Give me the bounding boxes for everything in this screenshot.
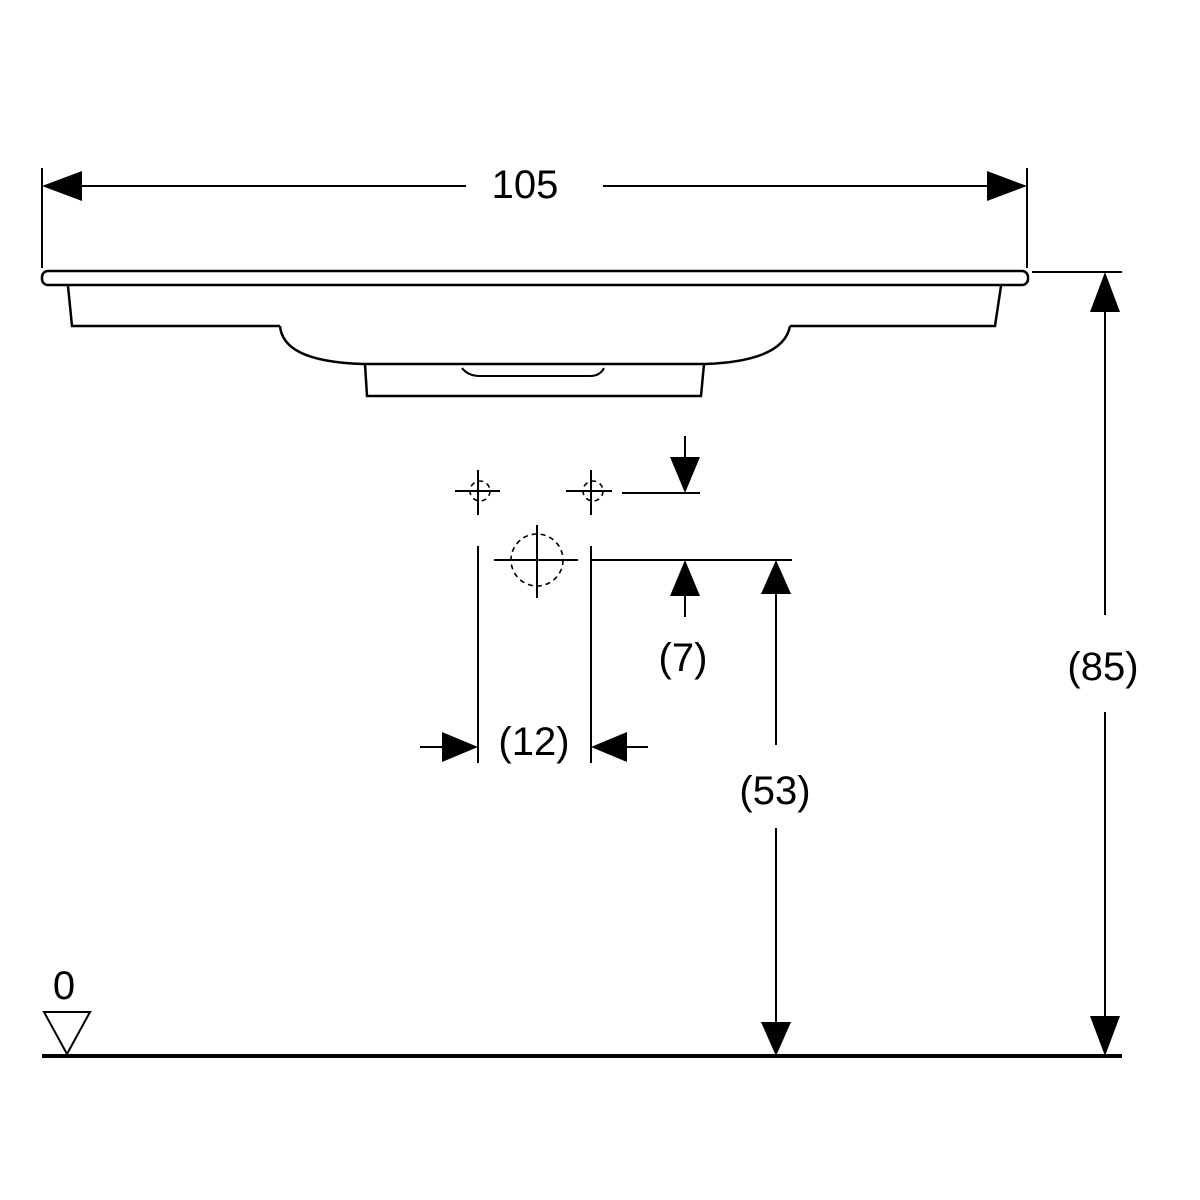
total-height-dimension: (85) — [1032, 271, 1139, 1056]
drain-outlet-marker — [494, 525, 578, 598]
basin-bowl — [278, 325, 792, 366]
width-label: 105 — [492, 163, 559, 207]
basin-body — [66, 285, 1003, 328]
tap-offset-arrow-bottom — [670, 560, 700, 596]
tap-holes — [455, 470, 612, 515]
tap-hole-right-marker — [566, 470, 612, 515]
floor-level-triangle-icon — [42, 1011, 92, 1057]
drain-height-arrow-bottom — [761, 1022, 791, 1056]
tap-hole-left-marker — [455, 470, 500, 515]
drain-height-dimension: (53) — [739, 560, 811, 1056]
total-height-label: (85) — [1067, 645, 1138, 689]
drain-spacing-label: (12) — [498, 720, 569, 764]
width-arrow-left — [42, 171, 82, 201]
drain-height-label: (53) — [739, 769, 810, 813]
tap-offset-arrow-top — [670, 457, 700, 493]
drain-spacing-arrow-left — [442, 732, 478, 762]
tap-offset-dimension: (7) — [590, 436, 792, 680]
basin-siphon-cover — [363, 363, 706, 398]
tap-offset-label: (7) — [659, 636, 708, 680]
drain-height-arrow-top — [761, 560, 791, 594]
floor-level-label: 0 — [53, 964, 75, 1008]
basin-overflow — [461, 367, 605, 377]
total-height-arrow-bottom — [1090, 1016, 1120, 1056]
washbasin-outline — [40, 269, 1030, 398]
width-arrow-right — [987, 171, 1027, 201]
width-dimension: 105 — [41, 163, 1028, 268]
basin-top-rim — [40, 269, 1030, 287]
drain-spacing-dimension: (12) — [420, 546, 648, 764]
total-height-arrow-top — [1090, 272, 1120, 312]
drain-spacing-arrow-right — [591, 732, 627, 762]
floor-reference: 0 — [42, 964, 1122, 1058]
